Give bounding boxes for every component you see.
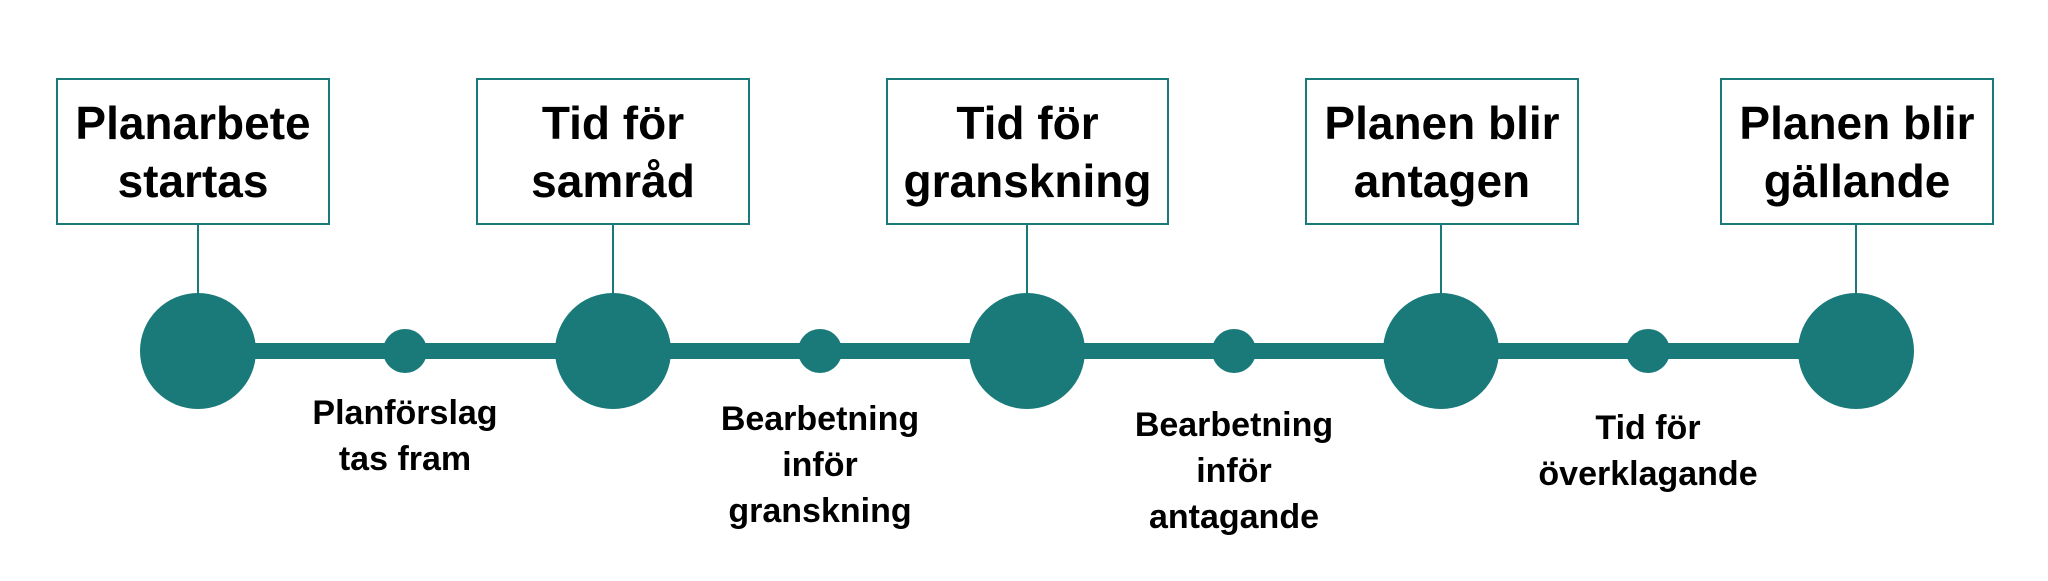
milestone-label-4: Planen blir antagen — [1324, 96, 1560, 207]
milestone-box-3: Tid för granskning — [886, 78, 1169, 225]
phase-label-1: Planförslag tas fram — [312, 394, 498, 478]
phase-node-2 — [798, 329, 842, 373]
milestone-node-3 — [969, 293, 1085, 409]
milestone-node-1 — [140, 293, 256, 409]
phase-label-2: Bearbetning inför granskning — [720, 400, 920, 530]
phase-node-3 — [1212, 329, 1256, 373]
phase-node-4 — [1626, 329, 1670, 373]
milestone-box-1: Planarbete startas — [56, 78, 330, 225]
milestone-node-2 — [555, 293, 671, 409]
milestone-box-2: Tid för samråd — [476, 78, 750, 225]
milestone-label-1: Planarbete startas — [75, 96, 311, 207]
milestone-node-4 — [1383, 293, 1499, 409]
milestone-box-4: Planen blir antagen — [1305, 78, 1579, 225]
phase-label-3: Bearbetning inför antagande — [1134, 406, 1334, 536]
milestone-label-5: Planen blir gällande — [1739, 96, 1975, 207]
milestone-box-5: Planen blir gällande — [1720, 78, 1994, 225]
milestone-label-2: Tid för samråd — [531, 96, 695, 207]
phase-label-4: Tid för överklagande — [1538, 409, 1758, 493]
milestone-node-5 — [1798, 293, 1914, 409]
phase-node-1 — [383, 329, 427, 373]
milestone-label-3: Tid för granskning — [903, 96, 1152, 207]
